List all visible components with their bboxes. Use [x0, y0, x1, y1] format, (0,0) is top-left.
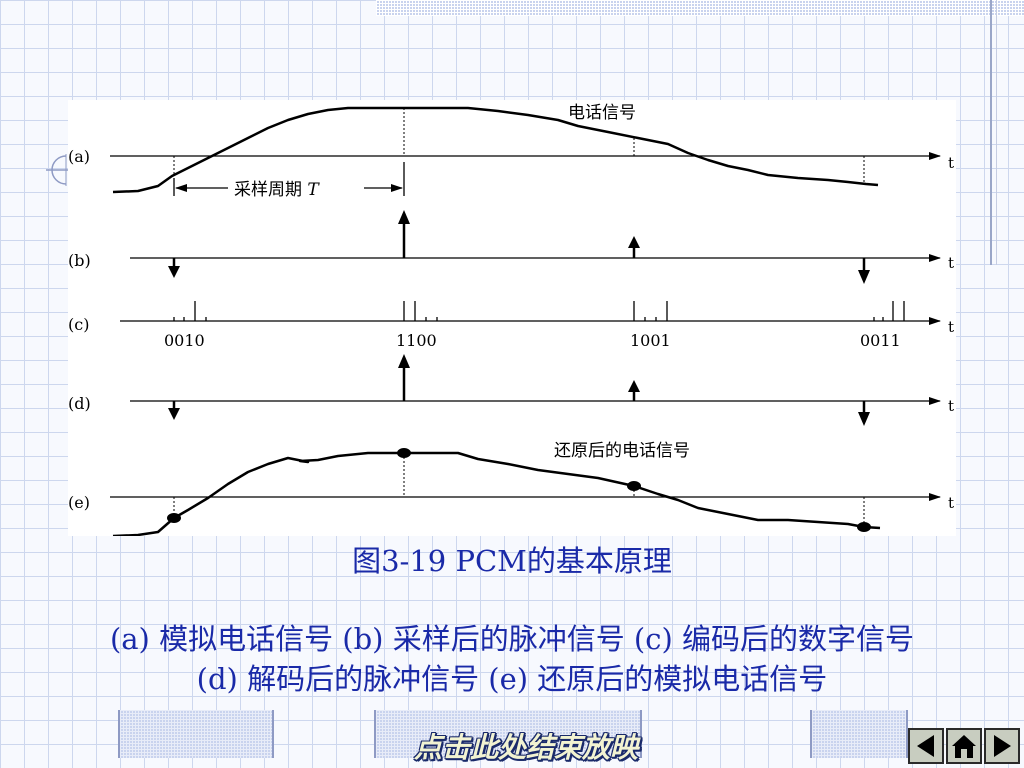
row-c-label: (c) [68, 315, 89, 334]
figure-caption: 图3-19 PCM的基本原理 [352, 544, 672, 578]
row-d-label: (d) [68, 394, 91, 413]
row-d-pulse-1-head [168, 408, 180, 420]
footer-decor-box-right [810, 710, 908, 758]
row-b-pulse-3-head [628, 236, 640, 248]
row-e-label: (e) [68, 493, 90, 512]
row-b-label: (b) [68, 251, 91, 270]
code-label-4: 0011 [860, 331, 901, 350]
end-show-link[interactable]: 点击此处结束放映 [413, 731, 638, 764]
figure-description-line-2: (d) 解码后的脉冲信号 (e) 还原后的模拟电话信号 [196, 662, 828, 696]
row-b-axis-label: t [948, 254, 954, 272]
triangle-left-icon [917, 735, 934, 757]
row-d-axis-label: t [948, 397, 954, 415]
right-decor-rule-thin [996, 0, 997, 265]
restored-sample-dot-4 [857, 522, 871, 532]
row-e-axis-label: t [948, 494, 954, 512]
code-label-3: 1001 [630, 331, 671, 350]
row-b-pulse-1-head [168, 266, 180, 278]
row-a-title: 电话信号 [568, 103, 636, 123]
footer-decor-box-center [374, 710, 642, 758]
row-a-label: (a) [68, 147, 90, 166]
restored-sample-dot-2 [397, 448, 411, 458]
footer-decor-box-left [118, 710, 274, 758]
row-a-axis-label: t [948, 154, 954, 172]
analog-signal-curve [112, 106, 879, 194]
row-e-title: 还原后的电话信号 [554, 441, 690, 461]
row-b-pulse-2-head [398, 210, 410, 224]
restored-signal-curve [112, 451, 881, 536]
top-decor-bar [376, 0, 1024, 16]
row-d-pulse-4-head [858, 412, 870, 426]
right-decor-rule [990, 0, 992, 265]
house-icon [952, 735, 976, 758]
code-label-1: 0010 [164, 331, 205, 350]
restored-sample-dot-1 [167, 513, 181, 523]
prev-slide-button[interactable] [908, 728, 944, 764]
triangle-right-icon [994, 735, 1011, 757]
row-b-pulse-4-head [858, 270, 870, 284]
pcm-diagram-svg: (a) t 电话信号 采样周期 T (b) t (c) t [68, 103, 954, 536]
row-c-axis-label: t [948, 318, 954, 336]
home-slide-button[interactable] [946, 728, 982, 764]
figure-description-line-1: (a) 模拟电话信号 (b) 采样后的脉冲信号 (c) 编码后的数字信号 [109, 622, 915, 656]
restored-sample-dot-3 [627, 481, 641, 491]
pcm-figure: (a) t 电话信号 采样周期 T (b) t (c) t [68, 100, 956, 536]
next-slide-button[interactable] [984, 728, 1020, 764]
row-d-pulse-2-head [398, 354, 410, 368]
code-label-2: 1100 [396, 331, 437, 350]
row-d-pulse-3-head [628, 380, 640, 392]
period-label: 采样周期 T [234, 180, 320, 200]
row-c-code-marks [173, 301, 905, 321]
